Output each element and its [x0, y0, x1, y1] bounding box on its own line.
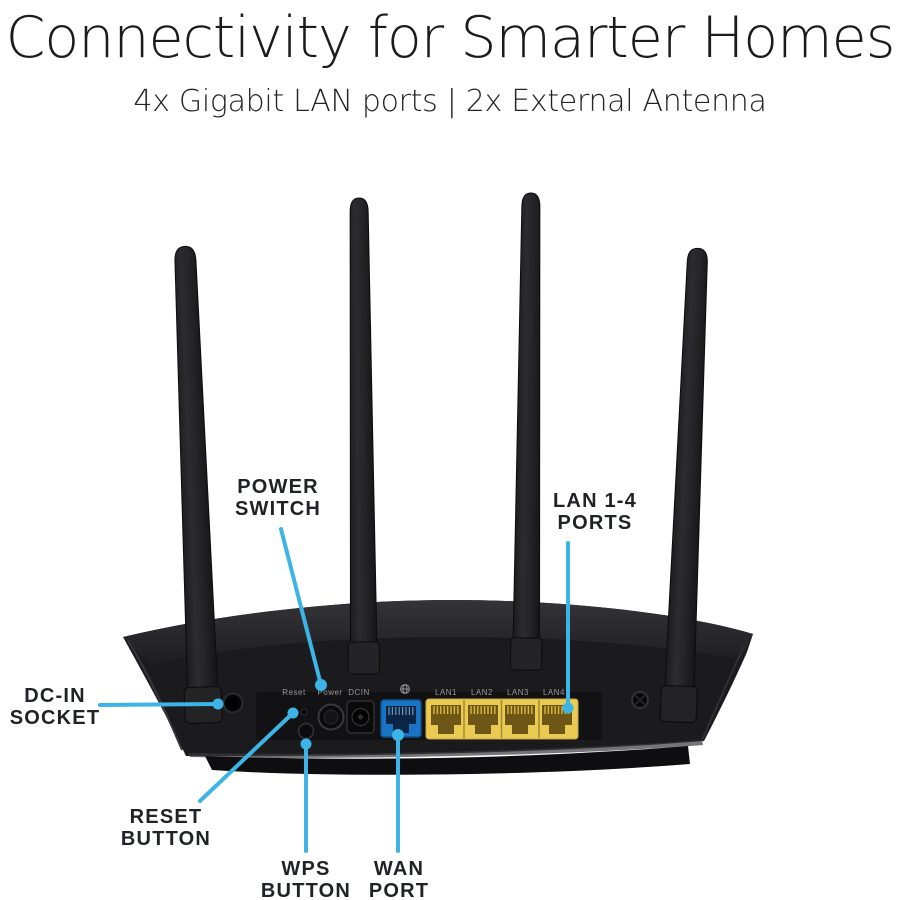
callout-dc-in-line1: DC-IN [24, 685, 86, 707]
panel-label-lan1: LAN1 [435, 688, 457, 697]
globe-icon [400, 684, 410, 694]
wps-callout-dot [300, 738, 312, 750]
callout-power-switch-line2: SWITCH [234, 498, 322, 520]
dc-in-callout-dot [212, 698, 224, 710]
page-title: Connectivity for Smarter Homes [5, 5, 896, 71]
antenna-3 [510, 192, 543, 671]
back-panel: Reset Power DCIN LAN1 LAN2 LAN3 LAN4 [222, 684, 649, 740]
dc-in-callout-line [98, 702, 220, 707]
callout-wan: WAN PORT [369, 858, 429, 900]
panel-label-reset: Reset [282, 688, 306, 697]
callout-lan-ports-line1: LAN 1-4 [553, 490, 637, 512]
wan-callout-dot [392, 729, 404, 741]
right-wing-crease [701, 645, 745, 741]
callout-wan-line1: WAN [373, 858, 425, 880]
callout-reset: RESET BUTTON [121, 806, 211, 850]
callout-power-switch: POWER SWITCH [235, 476, 321, 520]
base-stand [205, 746, 690, 775]
callout-lines [98, 527, 574, 853]
lan-port-3 [505, 705, 535, 734]
reset-button [300, 708, 308, 716]
callout-reset-line2: BUTTON [120, 828, 212, 850]
callout-lan-ports-line2: PORTS [557, 512, 633, 534]
reset-callout-dot [287, 707, 299, 719]
callout-lan-ports: LAN 1-4 PORTS [553, 490, 637, 534]
antenna-4 [659, 247, 708, 724]
dc-in-socket [222, 692, 244, 714]
router-body [123, 600, 753, 775]
power-callout-dot [315, 679, 327, 691]
panel-label-lan4: LAN4 [543, 688, 565, 697]
power-callout-line [279, 527, 323, 687]
panel-label-power: Power [317, 688, 342, 697]
callout-dc-in: DC-IN SOCKET [10, 685, 101, 729]
screw [631, 691, 649, 709]
lan-ports [425, 698, 579, 740]
antennas [174, 192, 708, 725]
callout-wan-line2: PORT [368, 880, 430, 900]
lan-callout-dot [562, 702, 574, 714]
body-bottom-lip [188, 740, 703, 758]
power-switch [317, 703, 345, 731]
wps-button [297, 722, 315, 740]
body-top-surface [123, 600, 753, 665]
callout-power-switch-line1: POWER [237, 476, 319, 498]
antenna-2 [347, 197, 380, 675]
panel-label-lan3: LAN3 [507, 688, 529, 697]
page-subtitle: 4x Gigabit LAN ports | 2x External Anten… [133, 84, 767, 119]
callout-wps-line1: WPS [281, 858, 331, 880]
panel-label-lan2: LAN2 [471, 688, 493, 697]
left-wing-crease [127, 640, 183, 751]
callout-dc-in-line2: SOCKET [9, 707, 101, 729]
callout-wps-line2: BUTTON [260, 880, 352, 900]
dc-jack [346, 700, 375, 734]
lan-port-1 [431, 705, 461, 734]
callout-wps: WPS BUTTON [261, 858, 351, 900]
callout-reset-line1: RESET [129, 806, 203, 828]
reset-callout-line [198, 711, 295, 803]
lan-port-2 [468, 705, 498, 734]
wan-port [380, 699, 422, 738]
panel-label-dcin: DCIN [348, 688, 370, 697]
